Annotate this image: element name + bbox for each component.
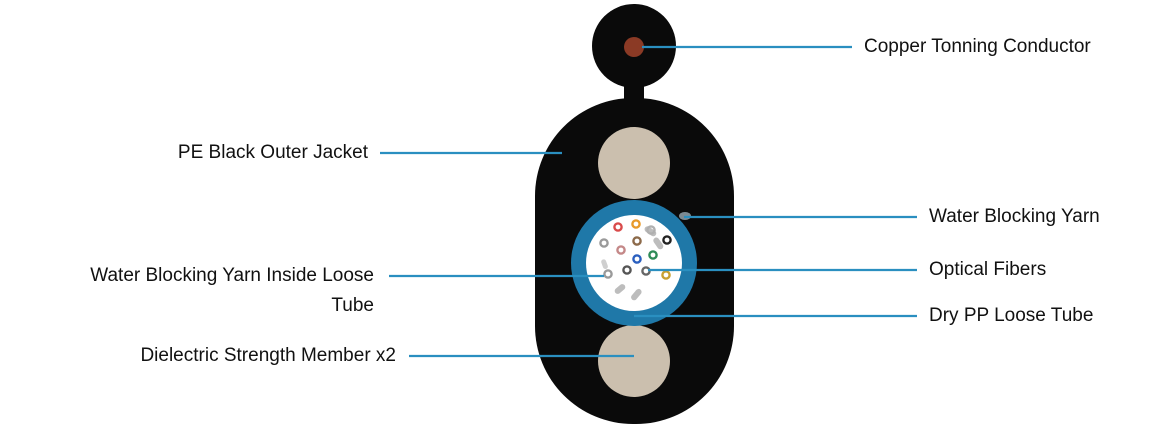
strength-member-bottom	[598, 325, 670, 397]
label-loose-tube: Dry PP Loose Tube	[929, 305, 1094, 326]
optical-fibers-group	[599, 219, 672, 280]
optical-fiber	[603, 269, 613, 279]
optical-fiber	[632, 254, 642, 264]
optical-fiber	[616, 245, 626, 255]
inner-yarn-piece	[631, 288, 642, 301]
inner-yarn-piece	[614, 284, 626, 294]
optical-fiber	[648, 250, 658, 260]
label-copper-conductor: Copper Tonning Conductor	[864, 36, 1091, 57]
leader-lines	[380, 45, 917, 358]
optical-fiber	[661, 270, 671, 280]
optical-fiber	[646, 225, 656, 235]
inner-yarn-piece	[601, 259, 608, 270]
optical-fiber	[632, 236, 642, 246]
label-outer-jacket: PE Black Outer Jacket	[177, 142, 368, 163]
label-strength-member: Dielectric Strength Member x2	[140, 345, 396, 366]
optical-fiber	[631, 219, 641, 229]
strength-member-top	[598, 127, 670, 199]
optical-fiber	[662, 235, 672, 245]
label-water-blocking-yarn: Water Blocking Yarn	[929, 206, 1100, 227]
label-water-blocking-yarn-inside-line1: Water Blocking Yarn Inside Loose	[90, 265, 374, 286]
optical-fiber	[622, 265, 632, 275]
inner-yarn-piece	[653, 237, 664, 250]
optical-fiber	[613, 222, 623, 232]
optical-fiber	[599, 238, 609, 248]
label-water-blocking-yarn-inside-line2: Tube	[331, 295, 374, 316]
copper-conductor	[624, 37, 644, 57]
label-optical-fibers: Optical Fibers	[929, 259, 1047, 280]
